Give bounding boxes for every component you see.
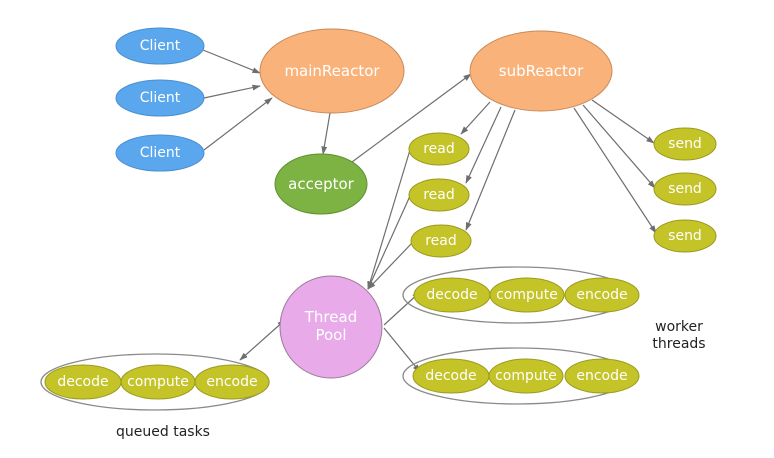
queued-tasks-group: decode compute encode [40, 353, 270, 411]
worker-thread-group: decode compute encode [402, 266, 640, 324]
client-label: Client [140, 38, 181, 54]
task-label: encode [576, 287, 627, 303]
edge-read2-threadpool [367, 195, 411, 290]
task-label: compute [127, 374, 189, 390]
worker-threads-caption-line2: threads [652, 336, 705, 352]
task-compute[interactable]: compute [488, 358, 564, 394]
read-label: read [423, 141, 455, 157]
edge-read3-threadpool [367, 242, 413, 290]
edge-mainreactor-acceptor [321, 112, 331, 155]
send-label: send [668, 228, 702, 244]
main-reactor-node[interactable]: mainReactor [259, 28, 405, 114]
task-label: compute [495, 368, 557, 384]
send-node[interactable]: send [653, 219, 717, 253]
edge-client2-mainreactor [203, 84, 261, 99]
edge-read1-threadpool [367, 149, 411, 290]
send-node[interactable]: send [653, 127, 717, 161]
thread-pool-label-line1: Thread [304, 308, 357, 326]
edge-subreactor-send2 [582, 104, 656, 189]
queued-tasks-caption: queued tasks [116, 424, 210, 440]
worker-threads-caption-line1: worker [655, 319, 703, 335]
send-node[interactable]: send [653, 172, 717, 206]
task-label: encode [206, 374, 257, 390]
read-label: read [425, 233, 457, 249]
task-decode[interactable]: decode [44, 364, 122, 400]
send-label: send [668, 181, 702, 197]
task-encode[interactable]: encode [194, 364, 270, 400]
edges [202, 49, 657, 373]
send-label: send [668, 136, 702, 152]
task-decode[interactable]: decode [412, 358, 490, 394]
task-label: compute [496, 287, 558, 303]
edge-subreactor-read1 [460, 101, 491, 135]
read-node[interactable]: read [408, 178, 470, 212]
client-node[interactable]: Client [115, 79, 205, 117]
edge-subreactor-read2 [465, 106, 502, 184]
thread-pool-node[interactable]: Thread Pool [279, 275, 383, 379]
task-label: encode [576, 368, 627, 384]
sub-reactor-label: subReactor [499, 62, 584, 80]
acceptor-label: acceptor [288, 175, 354, 193]
client-label: Client [140, 90, 181, 106]
client-node[interactable]: Client [115, 27, 205, 65]
task-label: decode [426, 287, 477, 303]
edge-subreactor-send1 [591, 99, 655, 144]
read-node[interactable]: read [410, 224, 472, 258]
task-label: decode [57, 374, 108, 390]
task-compute[interactable]: compute [120, 364, 196, 400]
task-decode[interactable]: decode [413, 277, 491, 313]
edge-threadpool-queued [239, 319, 286, 361]
read-node[interactable]: read [408, 132, 470, 166]
edge-client3-mainreactor [203, 97, 273, 151]
edge-acceptor-subreactor [351, 73, 472, 163]
thread-pool-label-line2: Pool [315, 326, 346, 344]
sub-reactor-node[interactable]: subReactor [469, 30, 613, 112]
main-reactor-label: mainReactor [284, 62, 380, 80]
edge-threadpool-worker2 [383, 327, 421, 373]
client-node[interactable]: Client [115, 134, 205, 172]
task-label: decode [425, 368, 476, 384]
task-encode[interactable]: encode [564, 277, 640, 313]
task-compute[interactable]: compute [489, 277, 565, 313]
task-encode[interactable]: encode [564, 358, 640, 394]
edge-subreactor-read3 [465, 109, 516, 231]
edge-subreactor-send3 [573, 107, 657, 234]
client-label: Client [140, 145, 181, 161]
acceptor-node[interactable]: acceptor [274, 153, 368, 215]
edge-client1-mainreactor [202, 49, 261, 74]
read-label: read [423, 187, 455, 203]
worker-thread-group: decode compute encode [402, 347, 640, 405]
